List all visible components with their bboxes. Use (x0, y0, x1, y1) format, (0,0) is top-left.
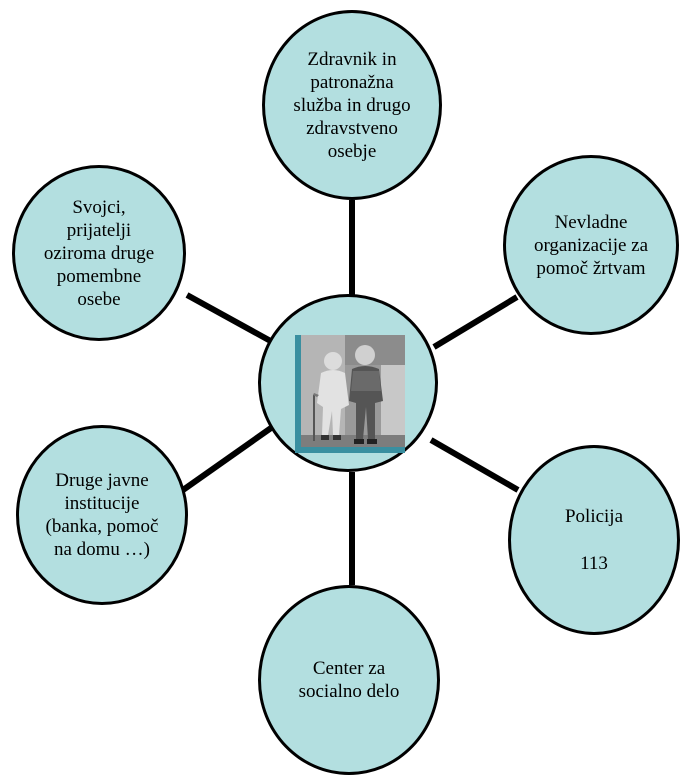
node-public-institutions-label: Druge javne institucije (banka, pomoč na… (45, 470, 159, 560)
connector-bottomright (429, 437, 520, 493)
node-relatives-friends-label: Svojci, prijatelji oziroma druge pomembn… (43, 196, 155, 310)
node-center-elderly (258, 294, 438, 472)
connector-bottomleft (181, 425, 273, 493)
node-ngo: Nevladne organizacije za pomoč žrtvam (503, 155, 679, 335)
node-social-work-center-label: Center za socialno delo (298, 658, 400, 702)
connector-left (185, 292, 278, 347)
node-health-services: Zdravnik in patronažna služba in drugo z… (262, 10, 442, 200)
node-public-institutions: Druge javne institucije (banka, pomoč na… (16, 425, 188, 605)
node-social-work-center: Center za socialno delo (258, 585, 440, 775)
node-police-label: Policija (564, 506, 624, 527)
node-health-services-label: Zdravnik in patronažna služba in drugo z… (293, 48, 411, 162)
node-police: Policija 113 (508, 445, 680, 635)
elderly-couple-picture (295, 335, 405, 453)
node-ngo-label: Nevladne organizacije za pomoč žrtvam (533, 211, 649, 279)
connector-right (432, 294, 519, 350)
node-relatives-friends: Svojci, prijatelji oziroma druge pomembn… (12, 165, 186, 341)
node-police-number: 113 (580, 553, 608, 574)
